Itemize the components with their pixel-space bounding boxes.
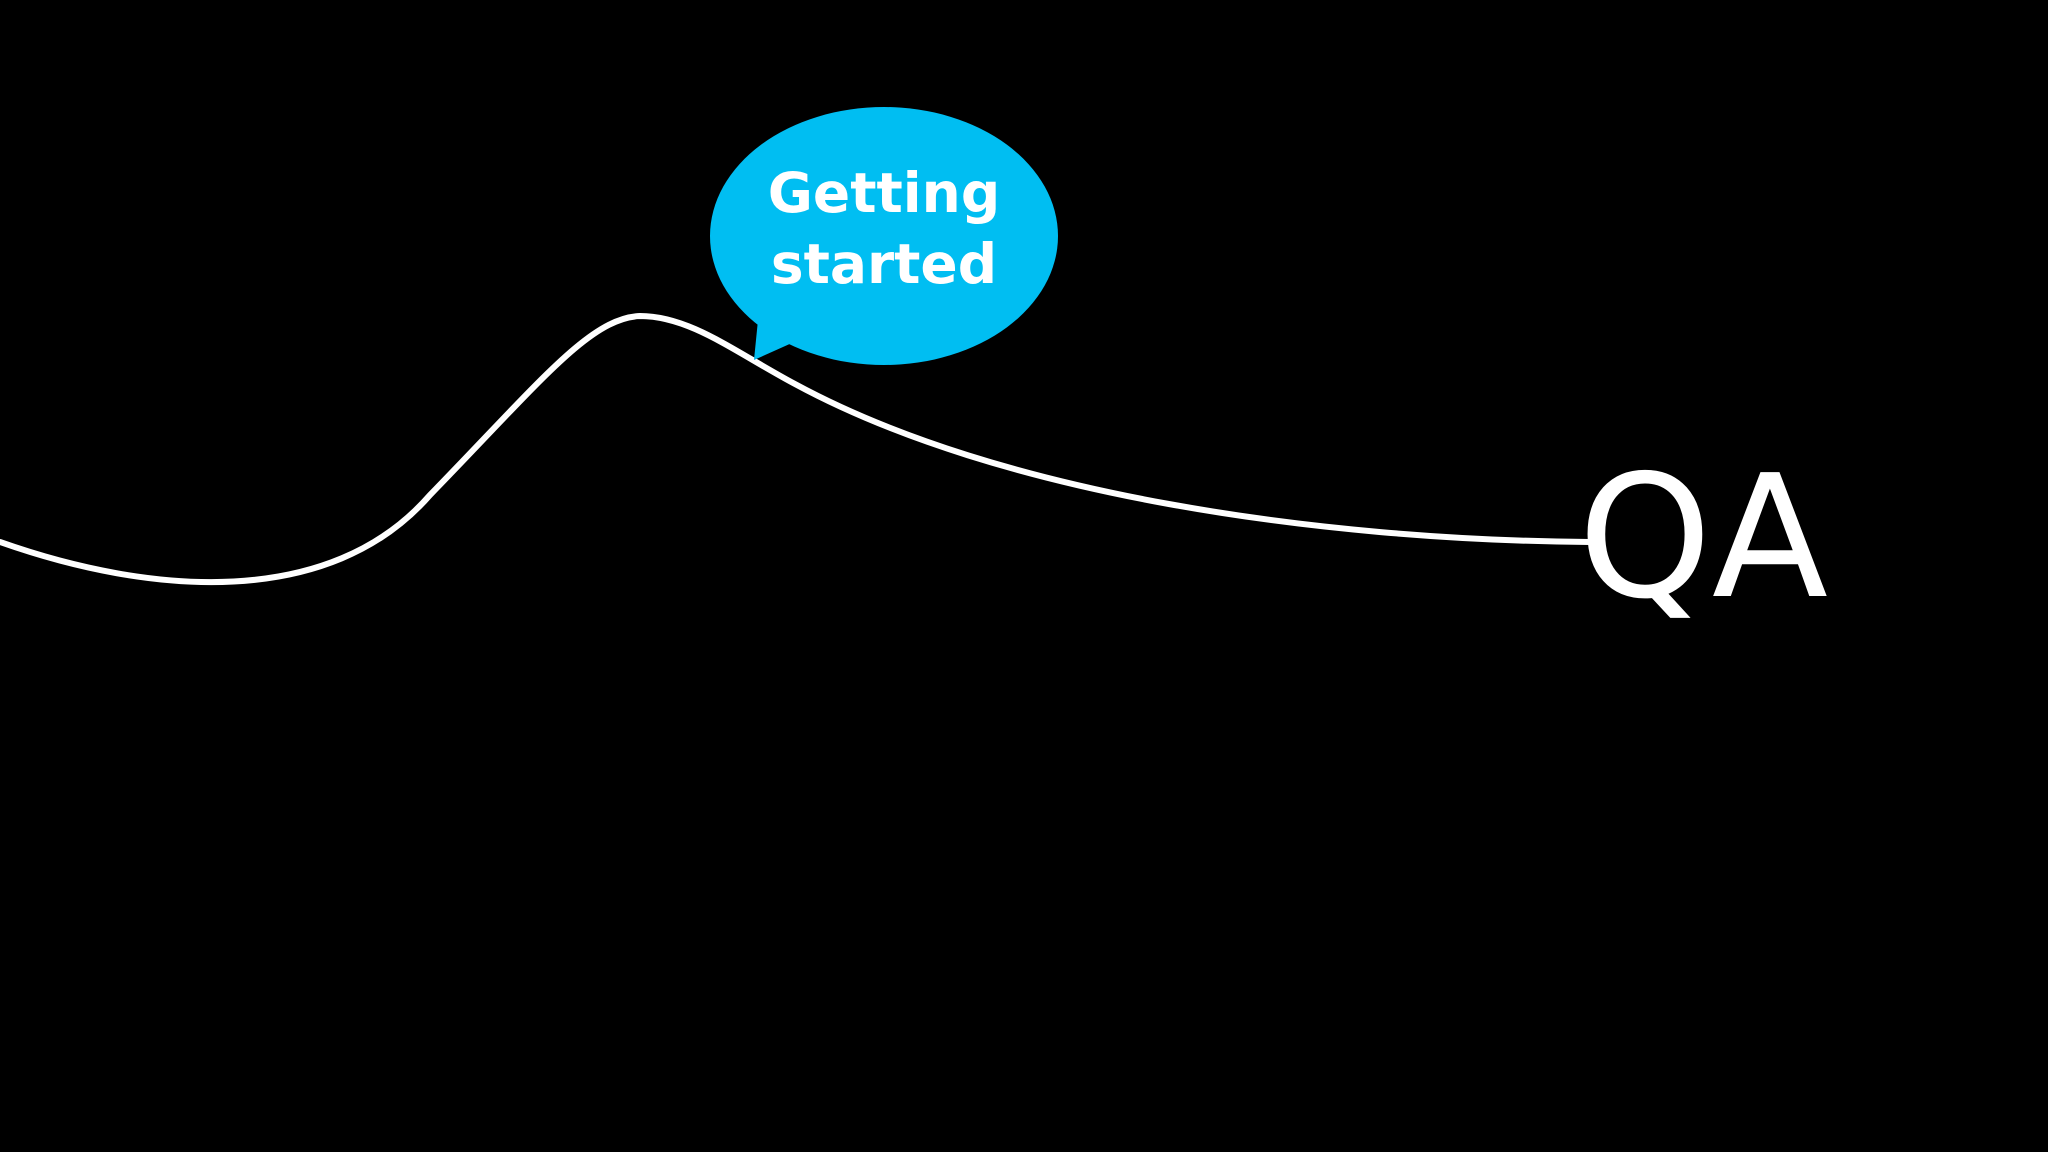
callout-line-2: started (771, 232, 997, 296)
journey-curve (0, 312, 1593, 586)
callout-line-1: Getting (768, 161, 1000, 225)
speech-bubble-tail (754, 300, 812, 360)
speech-bubble: Getting started (710, 107, 1058, 365)
speech-bubble-body (710, 107, 1058, 365)
end-label-qa: QA (1578, 439, 1828, 637)
